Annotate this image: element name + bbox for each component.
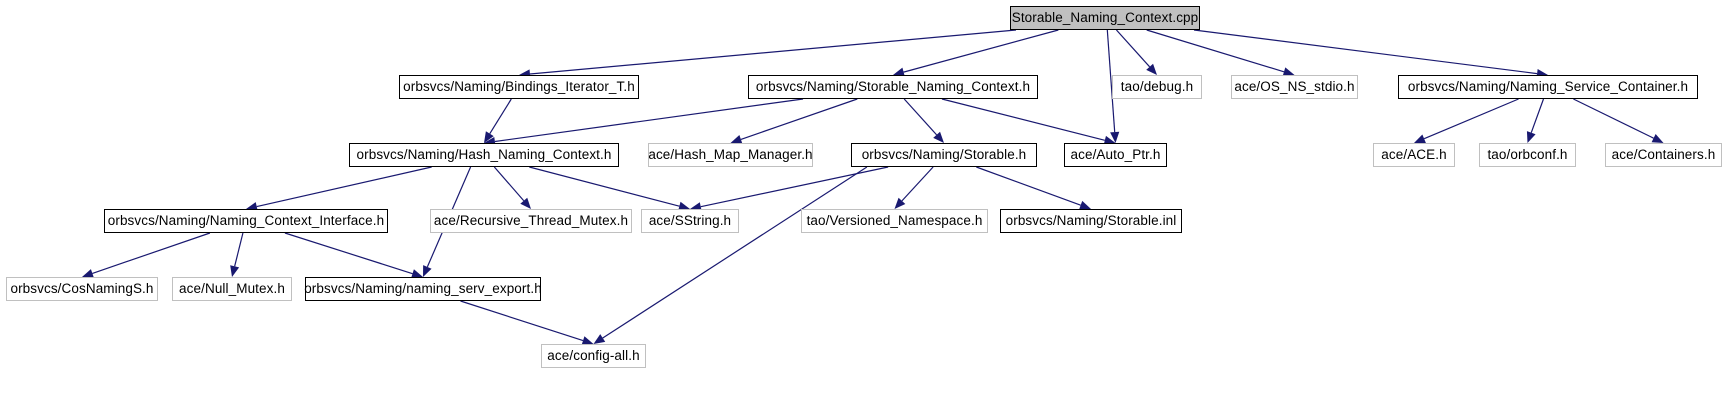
edge-line <box>1146 29 1285 73</box>
edge-line <box>941 98 1105 141</box>
graph-node[interactable]: orbsvcs/Naming/Storable.h <box>851 143 1037 167</box>
edge-line <box>234 232 244 267</box>
graph-node[interactable]: orbsvcs/Naming/Naming_Context_Interface.… <box>104 209 388 233</box>
graph-node[interactable]: orbsvcs/Naming/Naming_Service_Container.… <box>1398 75 1698 99</box>
graph-node[interactable]: Storable_Naming_Context.cpp <box>1010 6 1200 30</box>
graph-node[interactable]: orbsvcs/CosNamingS.h <box>6 277 158 301</box>
edge-line <box>1573 98 1654 139</box>
edge-line <box>284 232 413 275</box>
graph-node[interactable]: ace/Hash_Map_Manager.h <box>648 143 813 167</box>
edge-line <box>529 29 1017 75</box>
graph-node[interactable]: ace/Recursive_Thread_Mutex.h <box>430 209 632 233</box>
edge-line <box>700 166 889 208</box>
edge-arrowhead <box>1146 63 1157 75</box>
edge-line <box>903 29 1059 73</box>
graph-node[interactable]: orbsvcs/Naming/Storable.inl <box>1000 209 1182 233</box>
edge-arrowhead <box>423 265 432 277</box>
edge-line <box>489 98 512 134</box>
graph-node[interactable]: ace/Null_Mutex.h <box>172 277 292 301</box>
edge-line <box>901 166 934 202</box>
edge-line <box>1530 98 1545 133</box>
graph-node[interactable]: tao/Versioned_Namespace.h <box>801 209 988 233</box>
graph-node[interactable]: ace/Containers.h <box>1605 143 1722 167</box>
edge-arrowhead <box>1651 134 1664 143</box>
graph-node[interactable]: tao/debug.h <box>1112 75 1202 99</box>
edge-arrowhead <box>1110 131 1120 143</box>
graph-node[interactable]: ace/config-all.h <box>541 344 646 368</box>
edge-arrowhead <box>230 265 240 277</box>
edge-line <box>1115 29 1151 68</box>
graph-node[interactable]: ace/OS_NS_stdio.h <box>1231 75 1358 99</box>
edge-arrowhead <box>593 334 606 344</box>
edge-arrowhead <box>1414 134 1426 143</box>
edge-line <box>1193 29 1538 75</box>
edge-line <box>493 166 525 202</box>
edge-line <box>976 166 1081 206</box>
edge-arrowhead <box>520 197 531 209</box>
graph-node[interactable]: ace/ACE.h <box>1373 143 1455 167</box>
edge-line <box>1423 98 1519 140</box>
graph-node[interactable]: orbsvcs/Naming/Hash_Naming_Context.h <box>349 143 619 167</box>
edge-arrowhead <box>484 131 494 143</box>
graph-node[interactable]: orbsvcs/Naming/Storable_Naming_Context.h <box>748 75 1038 99</box>
edge-line <box>494 98 804 143</box>
edge-line <box>256 166 432 208</box>
edge-line <box>602 166 868 339</box>
graph-node[interactable]: orbsvcs/Naming/naming_serv_export.h <box>304 277 542 301</box>
graph-node[interactable]: tao/orbconf.h <box>1479 143 1576 167</box>
edge-arrowhead <box>894 197 906 209</box>
edge-arrowhead <box>1526 131 1536 143</box>
edge-line <box>529 166 680 207</box>
edge-line <box>460 300 584 342</box>
edge-line <box>92 232 211 274</box>
graph-node[interactable]: ace/SString.h <box>641 209 739 233</box>
edge-arrowhead <box>933 131 944 143</box>
edge-line <box>740 98 858 140</box>
graph-node[interactable]: ace/Auto_Ptr.h <box>1064 143 1167 167</box>
graph-node[interactable]: orbsvcs/Naming/Bindings_Iterator_T.h <box>399 75 639 99</box>
edge-line <box>903 98 938 136</box>
